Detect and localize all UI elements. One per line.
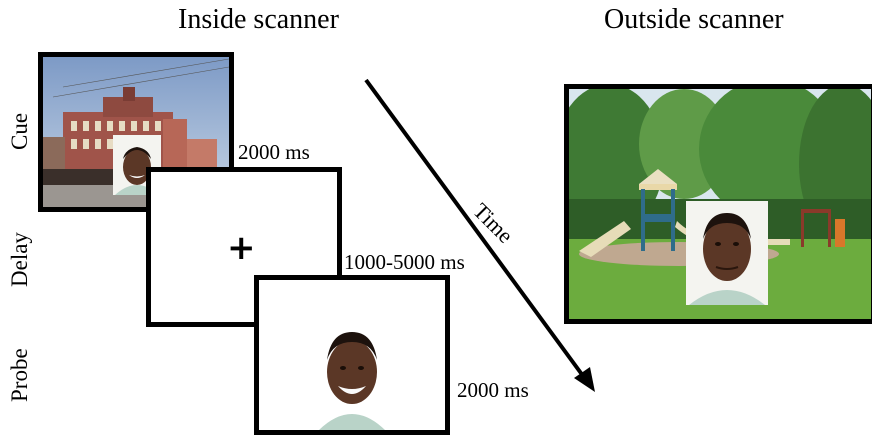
cue-duration: 2000 ms: [238, 140, 310, 164]
delay-duration: 1000-5000 ms: [344, 250, 465, 274]
inside-scanner-heading: Inside scanner: [178, 4, 339, 35]
park-scene-image: [569, 89, 871, 319]
probe-frame: [254, 275, 450, 435]
outside-scanner-heading: Outside scanner: [604, 4, 784, 35]
outside-frame: [564, 84, 872, 324]
probe-duration: 2000 ms: [457, 378, 529, 402]
fixation-cross: +: [227, 228, 256, 268]
cue-frame: [38, 52, 234, 212]
probe-face-image: [259, 280, 445, 430]
